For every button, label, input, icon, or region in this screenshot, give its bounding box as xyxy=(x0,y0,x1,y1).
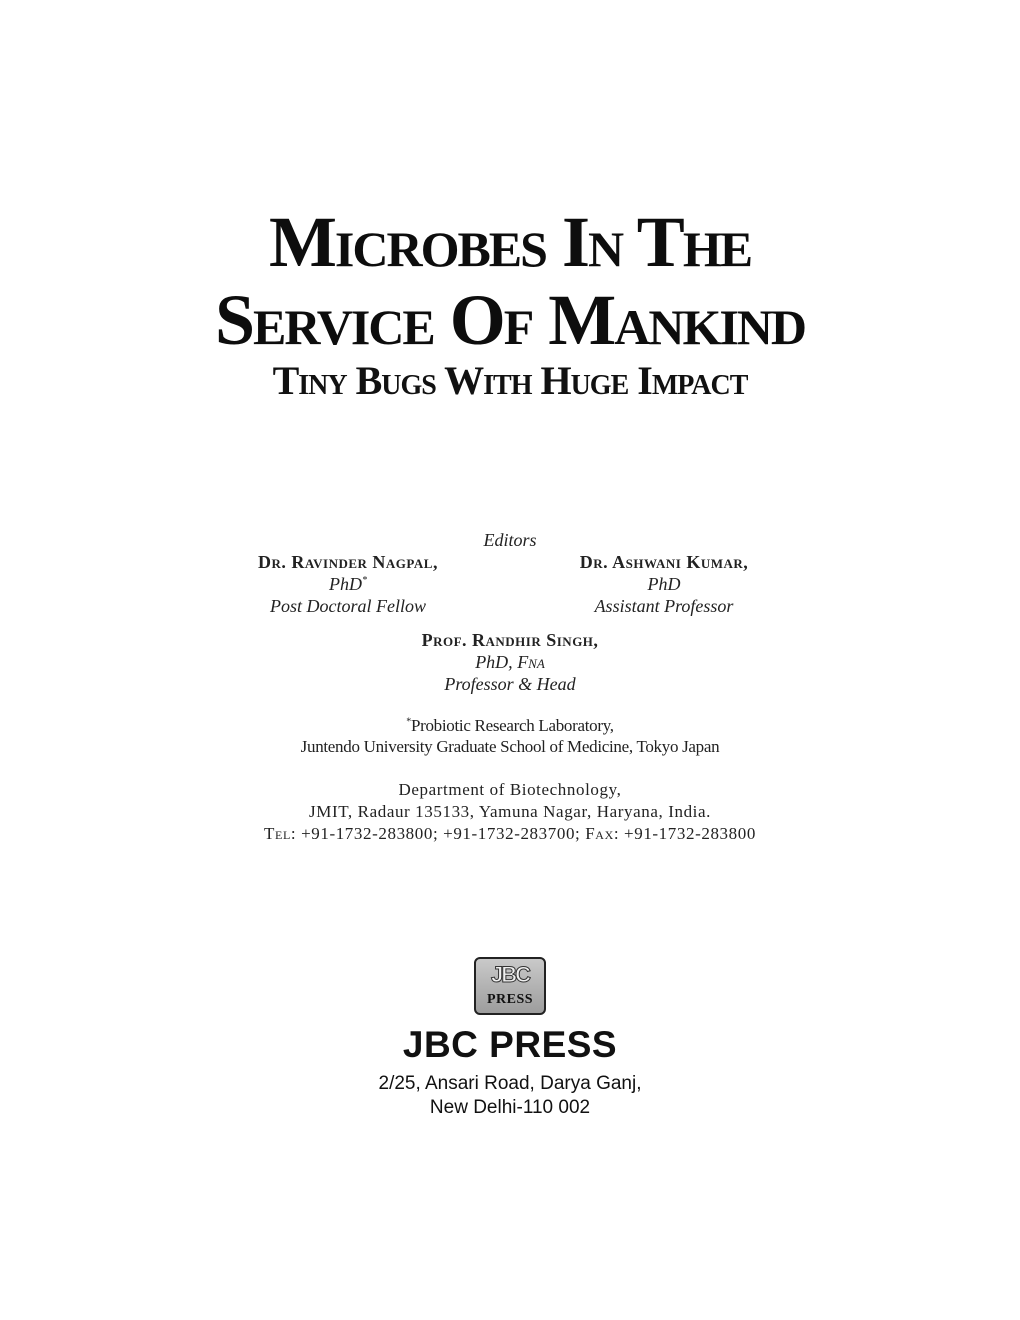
affiliation-line-1: *Probiotic Research Laboratory, xyxy=(0,716,1020,736)
fax-label: Fax: xyxy=(585,824,620,843)
editor-center-name: Prof. Randhir Singh, xyxy=(421,630,599,650)
editor-right-name: Dr. Ashwani Kumar, xyxy=(579,552,749,572)
editor-center-degree: PhD, Fna xyxy=(0,652,1020,673)
editor-left-degree-text: PhD xyxy=(329,574,362,594)
editor-center-fellowship: Fna xyxy=(517,652,545,672)
publisher-logo-sub: PRESS xyxy=(486,992,534,1007)
tel-label: Tel: xyxy=(264,824,297,843)
affiliation-line-1-text: Probiotic Research Laboratory, xyxy=(410,716,614,735)
publisher-logo-mark: JBC xyxy=(490,962,531,988)
editor-left-degree-mark: * xyxy=(362,575,367,586)
publisher-logo: JBC PRESS xyxy=(474,957,546,1015)
editor-left-name: Dr. Ravinder Nagpal, xyxy=(258,552,438,572)
book-title-line-2: Service Of Mankind xyxy=(214,280,807,360)
fax-value: +91-1732-283800 xyxy=(624,824,756,843)
affiliation-line-2: Juntendo University Graduate School of M… xyxy=(300,737,720,756)
affiliation-mark: * xyxy=(406,716,411,728)
book-title-line-1: Microbes In The xyxy=(268,202,753,282)
department-contact: Tel: +91-1732-283800; +91-1732-283700; F… xyxy=(0,824,1020,844)
department-line-1: Department of Biotechnology, xyxy=(398,780,622,799)
book-subtitle: Tiny Bugs With Huge Impact xyxy=(272,358,749,403)
editor-left-degree: PhD* xyxy=(198,574,498,595)
tel-value: +91-1732-283800; +91-1732-283700; xyxy=(301,824,581,843)
editor-center-position: Professor & Head xyxy=(444,674,576,694)
publisher-name: JBC PRESS xyxy=(402,1024,618,1065)
editors-heading: Editors xyxy=(483,530,537,550)
editor-left-position: Post Doctoral Fellow xyxy=(270,596,426,616)
publisher-address-line-2: New Delhi-110 002 xyxy=(429,1097,591,1118)
publisher-address-line-1: 2/25, Ansari Road, Darya Ganj, xyxy=(378,1073,642,1094)
editor-right-position: Assistant Professor xyxy=(594,596,734,616)
editor-right-degree: PhD xyxy=(647,574,681,594)
department-line-2: JMIT, Radaur 135133, Yamuna Nagar, Harya… xyxy=(309,802,711,821)
editor-center-degree-text: PhD, xyxy=(475,652,513,672)
